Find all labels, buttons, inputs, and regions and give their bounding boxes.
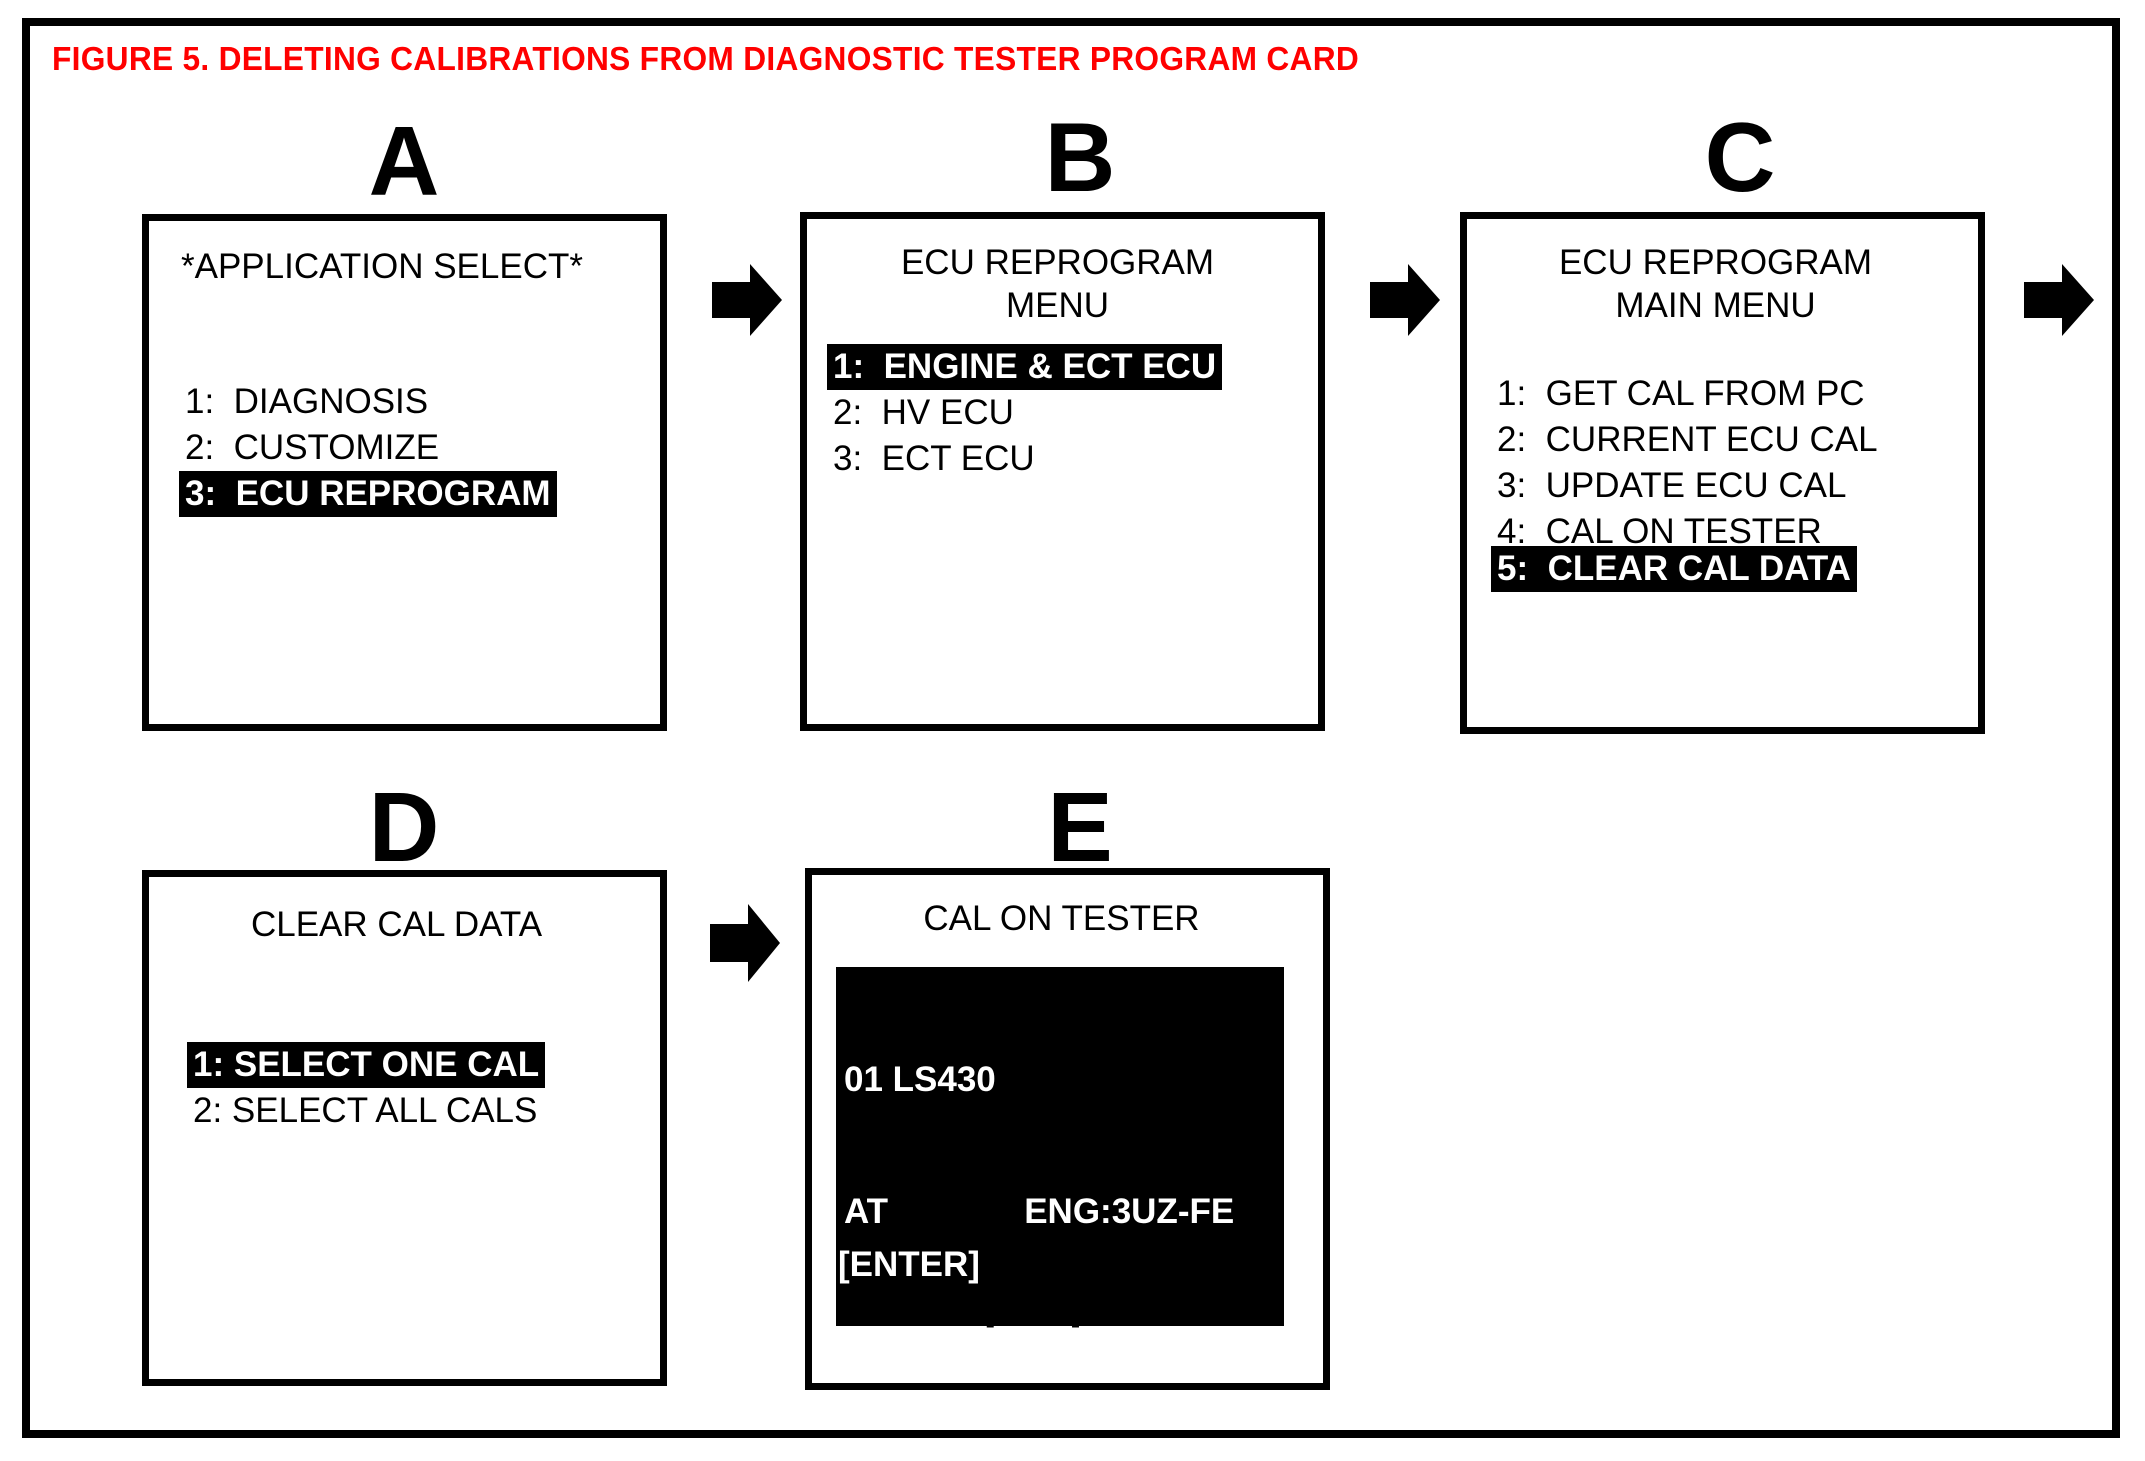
- menu-item[interactable]: 3: UPDATE ECU CAL: [1497, 466, 1847, 505]
- enter-key-chip[interactable]: [ENTER]: [836, 1242, 982, 1289]
- exit-key-label[interactable]: [EXIT]: [984, 1289, 1082, 1328]
- panel-letter-d: D: [368, 772, 440, 882]
- panel-b-menu: 1: ENGINE & ECT ECU 2: HV ECU 3: ECT ECU: [827, 344, 1318, 482]
- cal-entry-model: 01 LS430: [844, 1060, 996, 1099]
- enter-action-label: TO SELECT: [981, 1245, 1176, 1284]
- panel-e-title: CAL ON TESTER: [923, 899, 1200, 938]
- footer-enter-line: [ENTER]TO SELECT: [836, 1242, 1291, 1289]
- panel-c-menu: 1: GET CAL FROM PC 2: CURRENT ECU CAL 3:…: [1491, 371, 1978, 592]
- exit-action-label: TO RETURN: [1081, 1289, 1285, 1328]
- menu-item[interactable]: 1: GET CAL FROM PC: [1497, 374, 1865, 413]
- panel-e-screen: CAL ON TESTER 01 LS430 AT ENG:3UZ-FE 01 …: [805, 868, 1330, 1390]
- menu-item[interactable]: 4: CAL ON TESTER: [1497, 512, 1822, 551]
- panel-d-screen: CLEAR CAL DATA 1: SELECT ONE CAL 2: SELE…: [142, 870, 667, 1386]
- menu-item-selected[interactable]: 1: ENGINE & ECT ECU: [827, 344, 1223, 390]
- menu-item[interactable]: 2: CUSTOMIZE: [185, 428, 440, 467]
- cal-entry[interactable]: 01 GS430 AT ENG:3UZ-FE: [836, 1326, 1284, 1383]
- cal-entry-selected[interactable]: 01 LS430 AT ENG:3UZ-FE: [836, 967, 1284, 1326]
- panel-d-title: CLEAR CAL DATA: [250, 905, 543, 944]
- panel-a-menu: 1: DIAGNOSIS 2: CUSTOMIZE 3: ECU REPROGR…: [179, 379, 660, 517]
- menu-item-selected[interactable]: 5: CLEAR CAL DATA: [1491, 546, 1857, 592]
- menu-item[interactable]: 3: ECT ECU: [833, 439, 1035, 478]
- panel-letter-c: C: [1704, 102, 1776, 212]
- panel-e-cal-list: 01 LS430 AT ENG:3UZ-FE 01 GS430 AT ENG:3…: [836, 967, 1284, 1383]
- panel-letter-e: E: [1047, 772, 1113, 882]
- panel-e-footer: [ENTER]TO SELECT [EXIT]TO RETURN: [836, 1242, 1291, 1331]
- menu-item-selected[interactable]: 1: SELECT ONE CAL: [187, 1042, 546, 1088]
- panel-a-title: *APPLICATION SELECT*: [181, 247, 583, 286]
- arrow-d-to-e-icon: [710, 902, 780, 984]
- menu-item[interactable]: 2: HV ECU: [833, 393, 1014, 432]
- menu-item[interactable]: 2: SELECT ALL CALS: [193, 1091, 538, 1130]
- cal-entry-details: AT ENG:3UZ-FE: [844, 1192, 1235, 1231]
- panel-c-screen: ECU REPROGRAM MAIN MENU 1: GET CAL FROM …: [1460, 212, 1985, 734]
- menu-item[interactable]: 2: CURRENT ECU CAL: [1497, 420, 1878, 459]
- arrow-c-to-next-icon: [2024, 262, 2094, 338]
- panel-c-title: ECU REPROGRAM MAIN MENU: [1558, 243, 1873, 325]
- panel-a-screen: *APPLICATION SELECT* 1: DIAGNOSIS 2: CUS…: [142, 214, 667, 731]
- footer-exit-line: [EXIT]TO RETURN: [836, 1287, 1291, 1331]
- panel-b-screen: ECU REPROGRAM MENU 1: ENGINE & ECT ECU 2…: [800, 212, 1325, 731]
- arrow-a-to-b-icon: [712, 262, 782, 338]
- figure-title: FIGURE 5. DELETING CALIBRATIONS FROM DIA…: [52, 40, 1360, 77]
- panel-letter-b: B: [1044, 102, 1116, 212]
- panel-d-menu: 1: SELECT ONE CAL 2: SELECT ALL CALS: [187, 1042, 660, 1134]
- menu-item-selected[interactable]: 3: ECU REPROGRAM: [179, 471, 557, 517]
- panel-b-title: ECU REPROGRAM MENU: [900, 243, 1215, 325]
- menu-item[interactable]: 1: DIAGNOSIS: [185, 382, 429, 421]
- arrow-b-to-c-icon: [1370, 262, 1440, 338]
- panel-letter-a: A: [368, 106, 440, 216]
